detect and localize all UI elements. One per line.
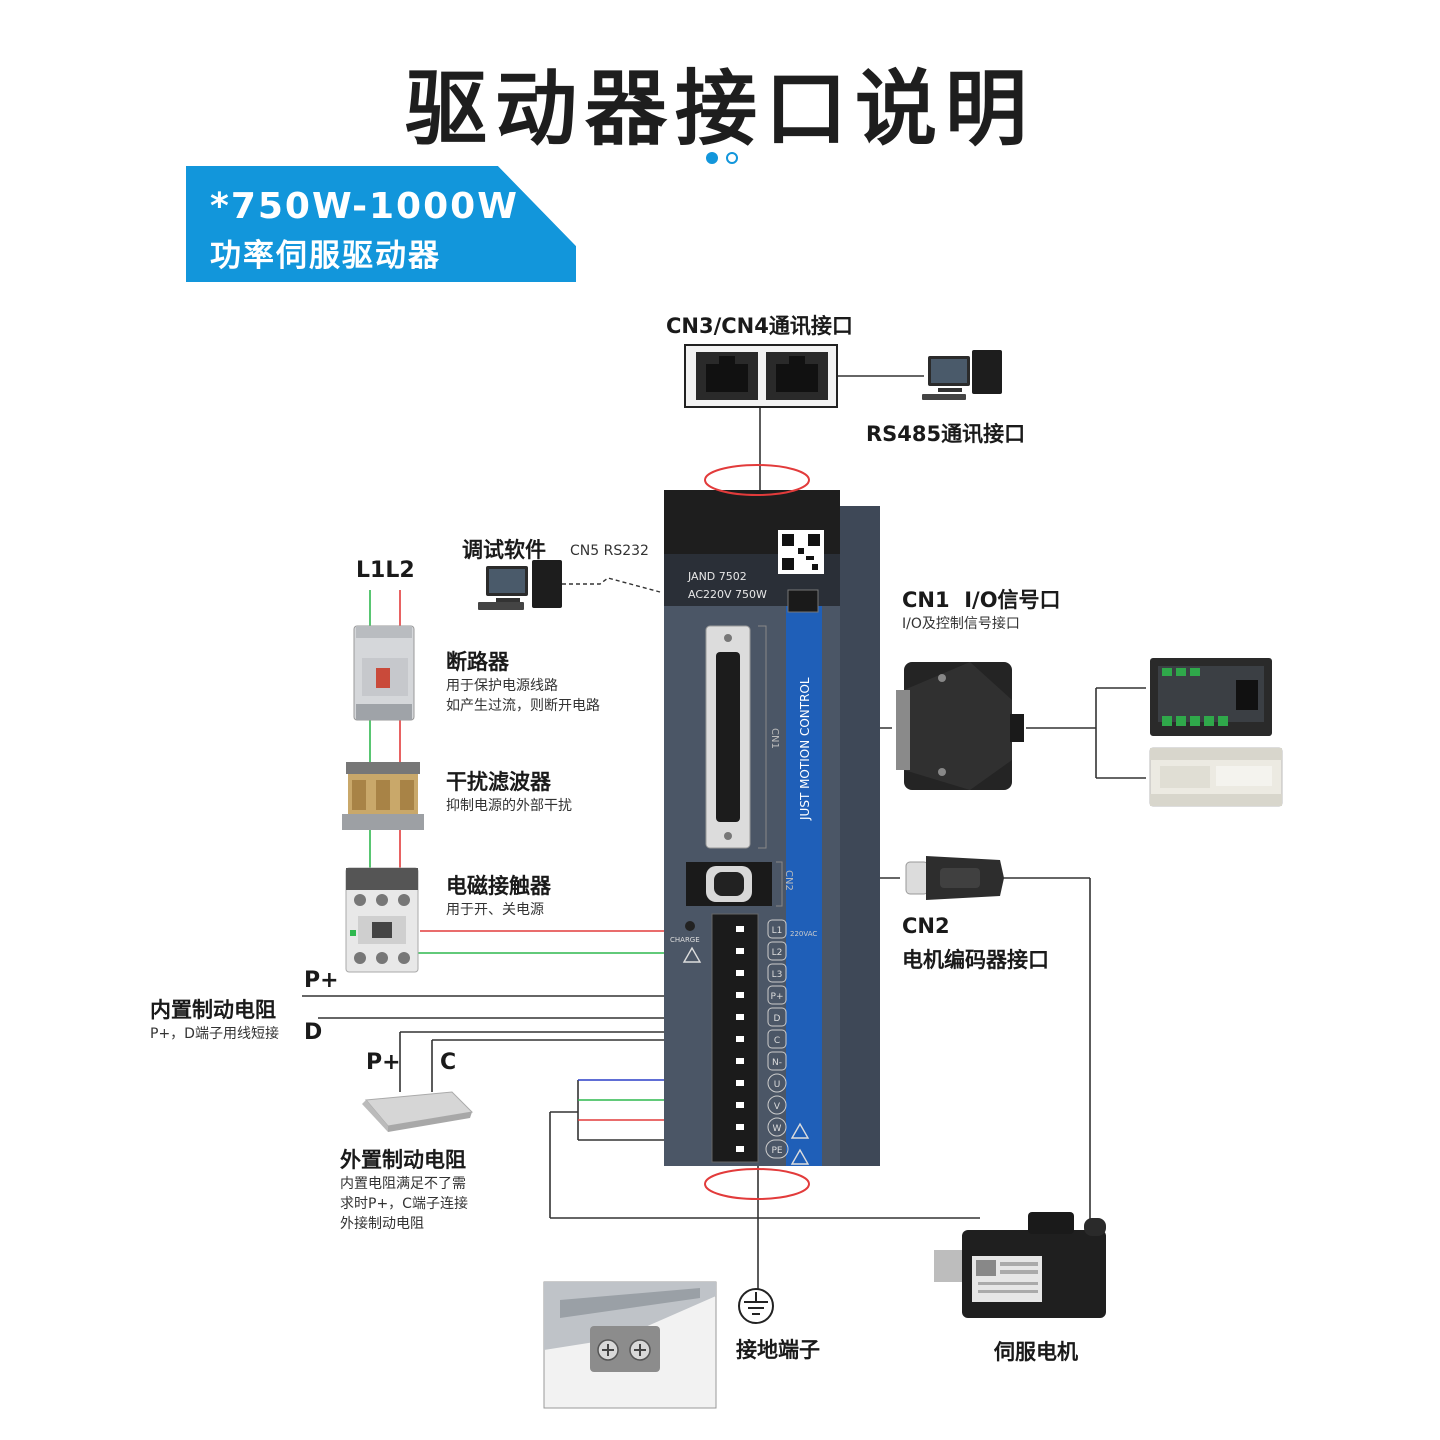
terminal-L2: L2 — [772, 948, 783, 958]
breaker-desc-2: 如产生过流，则断开电路 — [446, 698, 600, 714]
cn1-plug — [896, 662, 1024, 790]
driver-model: JAND 7502 — [687, 570, 747, 583]
pc-icon-rs485 — [922, 350, 1002, 400]
mains-label: L1L2 — [356, 558, 415, 583]
external-brake-desc-1: 内置电阻满足不了需 — [340, 1176, 466, 1192]
terminal-PE: PE — [771, 1146, 782, 1156]
cn2-title: CN2 — [902, 914, 950, 938]
internal-brake-title: 内置制动电阻 — [150, 998, 276, 1022]
external-brake-desc-3: 外接制动电阻 — [340, 1216, 424, 1232]
banner-power-range: *750W-1000W — [210, 186, 519, 227]
terminal-C: C — [774, 1036, 780, 1046]
pc-icon-software — [478, 560, 562, 610]
encoder-plug — [905, 856, 1004, 900]
driver-rating: AC220V 750W — [688, 588, 767, 601]
terminal-P: P+ — [771, 992, 784, 1002]
terminal-U: U — [774, 1080, 781, 1090]
rj45-port-block — [684, 344, 838, 408]
charge-label: CHARGE — [670, 936, 700, 944]
cn1-mark: CN1 — [769, 728, 780, 749]
plc-controller — [1149, 747, 1283, 807]
motor-title: 伺服电机 — [994, 1340, 1078, 1364]
internal-brake-p-label: P+ — [304, 968, 339, 993]
emi-filter — [342, 762, 424, 830]
external-brake-c-label: C — [440, 1050, 457, 1075]
terminal-L1: L1 — [772, 926, 783, 936]
cn2-mark: CN2 — [783, 870, 794, 891]
servo-motor — [934, 1212, 1106, 1318]
contactor-title: 电磁接触器 — [446, 874, 551, 898]
ground-title: 接地端子 — [736, 1338, 820, 1362]
cn1-desc: I/O及控制信号接口 — [902, 616, 1020, 632]
motion-controller-board — [1150, 658, 1272, 736]
carousel-dot[interactable] — [726, 152, 738, 164]
circuit-breaker — [353, 625, 415, 721]
external-brake-p-label: P+ — [366, 1050, 401, 1075]
terminal-V: V — [774, 1102, 781, 1112]
servo-driver — [664, 490, 880, 1166]
cn2-desc: 电机编码器接口 — [902, 948, 1049, 972]
ground-terminal-photo — [543, 1281, 717, 1409]
power-banner — [186, 166, 576, 282]
external-brake-desc-2: 求时P+，C端子连接 — [340, 1196, 468, 1212]
page-title: 驱动器接口说明 — [404, 62, 1035, 157]
internal-brake-desc: P+，D端子用线短接 — [150, 1026, 279, 1042]
terminal-L3: L3 — [772, 970, 783, 980]
breaker-desc-1: 用于保护电源线路 — [446, 678, 558, 694]
internal-brake-d-label: D — [304, 1020, 323, 1045]
ground-icon — [738, 1288, 774, 1324]
banner-product-name: 功率伺服驱动器 — [210, 238, 441, 274]
software-title: 调试软件 — [462, 538, 546, 562]
contactor-desc: 用于开、关电源 — [446, 902, 544, 918]
breaker-title: 断路器 — [446, 650, 509, 674]
cn3-cn4-title: CN3/CN4通讯接口 — [666, 314, 853, 338]
carousel-dot-active[interactable] — [706, 152, 718, 164]
rs485-title: RS485通讯接口 — [866, 422, 1026, 446]
terminal-D: D — [774, 1014, 781, 1024]
terminal-W: W — [773, 1124, 782, 1134]
cn5-port-label: CN5 RS232 — [570, 543, 649, 559]
external-brake-title: 外置制动电阻 — [340, 1148, 466, 1172]
filter-desc: 抑制电源的外部干扰 — [446, 798, 572, 814]
voltage-mark: 220VAC — [790, 930, 817, 938]
magnetic-contactor — [345, 867, 419, 973]
terminal-N: N- — [772, 1058, 782, 1068]
driver-brand: JUST MOTION CONTROL — [798, 677, 812, 821]
filter-title: 干扰滤波器 — [446, 770, 551, 794]
cn1-title: CN1 I/O信号口 — [902, 588, 1061, 612]
external-brake-resistor — [362, 1091, 474, 1132]
